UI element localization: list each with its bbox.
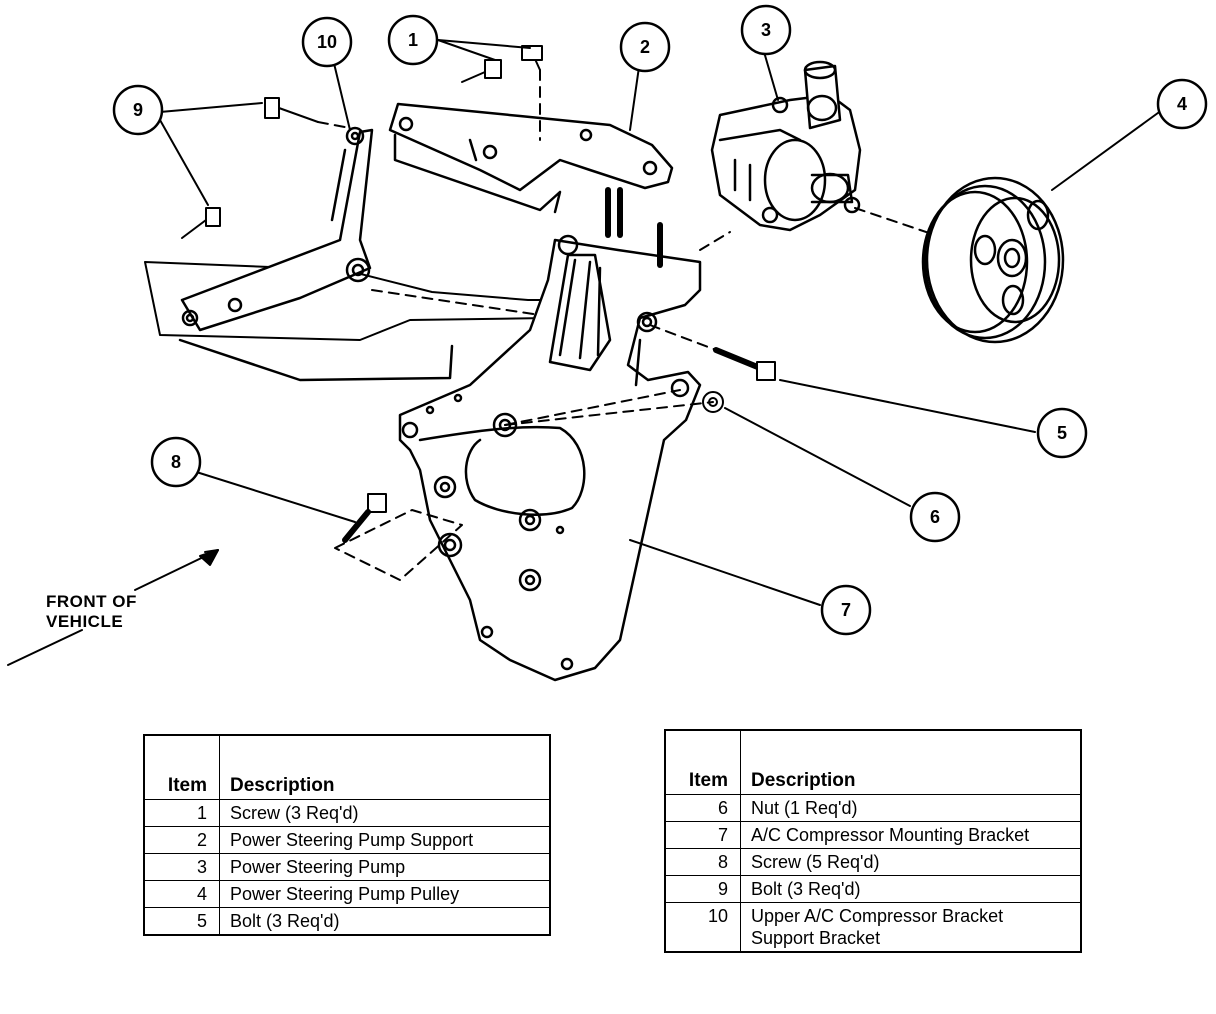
item-description: Power Steering Pump Pulley [219,879,551,908]
item-description: Power Steering Pump [219,852,551,881]
callouts: 1 2 3 4 5 6 7 8 9 10 [112,4,1208,636]
front-label-line-2: VEHICLE [46,612,124,631]
legend-header-row: Item Description [143,734,551,800]
callout-3: 3 [740,4,792,56]
support-bracket-shape [144,126,549,382]
svg-text:10: 10 [317,32,337,52]
item-description: Upper A/C Compressor Bracket Support Bra… [740,901,1082,952]
mounting-bracket-shape [398,234,702,682]
callout-10: 10 [301,16,353,68]
callout-7: 7 [820,584,872,636]
table-row: 10 Upper A/C Compressor Bracket Support … [664,901,1082,952]
item-description: Nut (1 Req'd) [740,793,1082,822]
exploded-assembly-diagram: 1 2 3 4 5 6 7 8 9 10 [7,4,1208,682]
callout-5: 5 [1036,407,1088,459]
item-description: Screw (5 Req'd) [740,847,1082,876]
item-description: A/C Compressor Mounting Bracket [740,820,1082,849]
svg-text:2: 2 [640,37,650,57]
item-number: 7 [664,820,741,849]
item-number: 9 [664,874,741,903]
legend-header-row: Item Description [664,729,1082,795]
alignment-lines [317,69,936,581]
table-row: 2 Power Steering Pump Support [143,825,551,854]
front-of-vehicle-arrow [7,549,219,666]
svg-text:7: 7 [841,600,851,620]
table-row: 1 Screw (3 Req'd) [143,798,551,827]
item-number: 4 [143,879,220,908]
table-row: 8 Screw (5 Req'd) [664,847,1082,876]
callout-1: 1 [387,14,439,66]
item-number: 8 [664,847,741,876]
power-steering-pump-shape [710,60,862,232]
table-row: 9 Bolt (3 Req'd) [664,874,1082,903]
callout-8: 8 [150,436,202,488]
item-description: Power Steering Pump Support [219,825,551,854]
svg-text:5: 5 [1057,423,1067,443]
item-number: 10 [664,901,741,952]
legend-table-right: Item Description 6 Nut (1 Req'd) 7 A/C C… [664,729,1082,953]
svg-text:6: 6 [930,507,940,527]
item-column-header: Item [664,729,741,795]
item-description: Bolt (3 Req'd) [219,906,551,935]
item-number: 3 [143,852,220,881]
description-column-header: Description [219,734,551,800]
item-number: 1 [143,798,220,827]
svg-text:9: 9 [133,100,143,120]
description-column-header: Description [740,729,1082,795]
svg-text:1: 1 [408,30,418,50]
callout-4: 4 [1156,78,1208,130]
svg-text:3: 3 [761,20,771,40]
front-of-vehicle-label: FRONT OF VEHICLE [46,592,137,632]
item-number: 5 [143,906,220,935]
table-row: 5 Bolt (3 Req'd) [143,906,551,935]
callout-6: 6 [909,491,961,543]
callout-9: 9 [112,84,164,136]
pump-pulley-shape [921,176,1065,344]
svg-text:4: 4 [1177,94,1187,114]
item-description: Screw (3 Req'd) [219,798,551,827]
table-row: 6 Nut (1 Req'd) [664,793,1082,822]
table-row: 3 Power Steering Pump [143,852,551,881]
leader-lines [159,39,1163,606]
item-number: 6 [664,793,741,822]
front-label-line-1: FRONT OF [46,592,137,611]
table-row: 4 Power Steering Pump Pulley [143,879,551,908]
item-description: Bolt (3 Req'd) [740,874,1082,903]
legend-table-left: Item Description 1 Screw (3 Req'd) 2 Pow… [143,734,551,936]
item-number: 2 [143,825,220,854]
callout-2: 2 [619,21,671,73]
table-row: 7 A/C Compressor Mounting Bracket [664,820,1082,849]
pump-support-shape [388,102,674,214]
svg-text:8: 8 [171,452,181,472]
item-column-header: Item [143,734,220,800]
